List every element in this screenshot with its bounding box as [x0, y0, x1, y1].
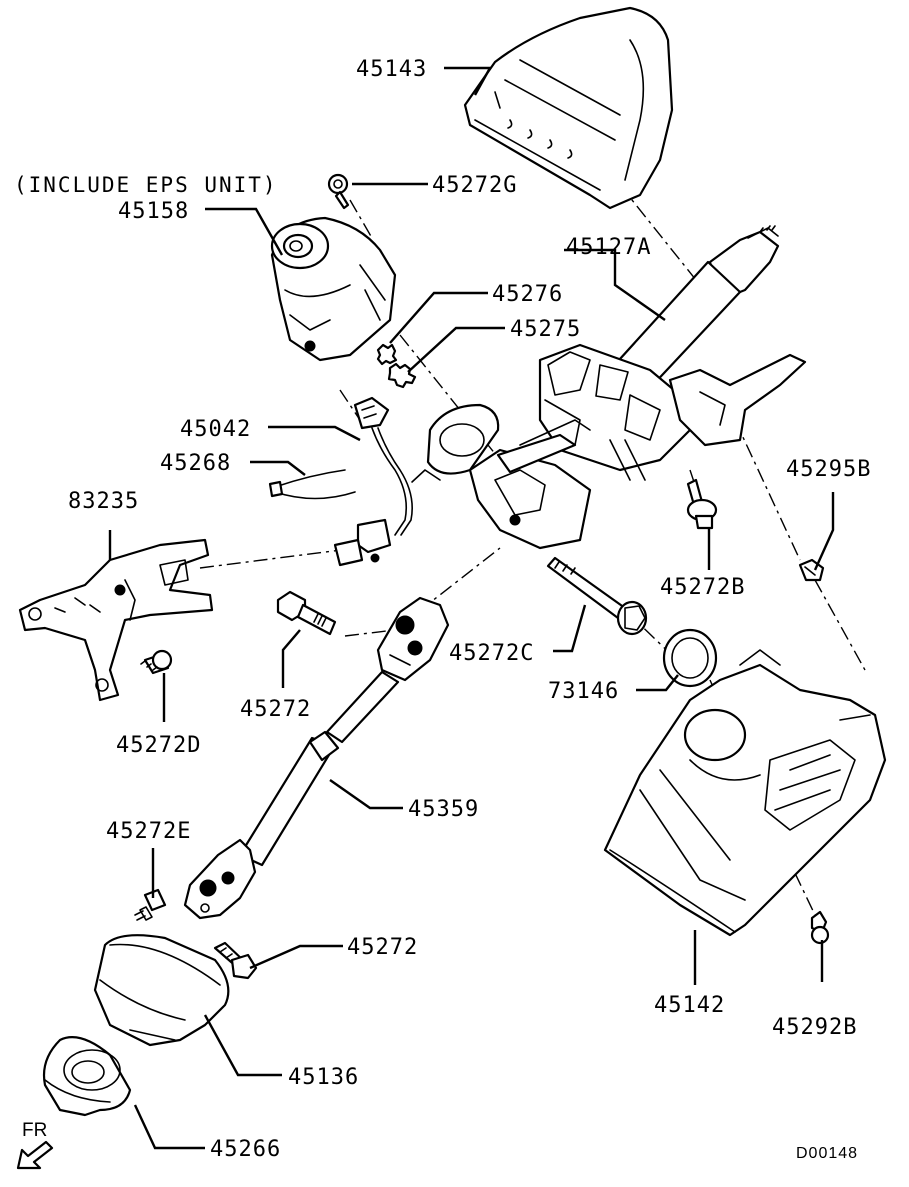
callout-45266: 45266	[210, 1137, 281, 1162]
callout-45272E: 45272E	[106, 819, 191, 844]
callout-45276: 45276	[492, 282, 563, 307]
part-45359-intermediate-shaft[interactable]	[183, 596, 450, 920]
callout-45272G: 45272G	[432, 173, 517, 198]
callout-45359: 45359	[408, 797, 479, 822]
callout-83235: 83235	[68, 489, 139, 514]
diagram-code: D00148	[796, 1145, 858, 1162]
callout-45143: 45143	[356, 57, 427, 82]
callout-45272D: 45272D	[116, 733, 201, 758]
part-45292B-screw[interactable]	[810, 910, 830, 945]
part-45272C-long-bolt[interactable]	[546, 556, 648, 636]
front-arrow-icon	[16, 1140, 54, 1170]
callout-45292B: 45292B	[772, 1015, 857, 1040]
include-eps-note: (INCLUDE EPS UNIT)	[14, 173, 278, 197]
callout-45158: 45158	[118, 199, 189, 224]
part-45136-boot[interactable]	[93, 934, 230, 1047]
part-45143-upper-cover[interactable]	[463, 6, 674, 210]
part-45272-lower-bolt[interactable]	[213, 941, 258, 980]
part-45272D-bolt[interactable]	[140, 649, 173, 675]
callout-45272-upper: 45272	[240, 697, 311, 722]
part-45272G-bolt[interactable]	[327, 173, 350, 210]
front-direction-indicator: FR	[16, 1120, 54, 1170]
part-45266-grommet[interactable]	[42, 1036, 132, 1117]
part-45268-band[interactable]	[268, 469, 356, 500]
part-45142-lower-cover[interactable]	[603, 649, 887, 937]
callout-45272B: 45272B	[660, 575, 745, 600]
part-45272E-bolt[interactable]	[134, 888, 167, 921]
callout-45272C: 45272C	[449, 641, 534, 666]
part-45272B-bolt[interactable]	[686, 478, 718, 530]
part-45272-upper-bolt[interactable]	[276, 590, 337, 636]
callout-45127A: 45127A	[566, 235, 651, 260]
callout-45268: 45268	[160, 451, 231, 476]
callout-45272-lower: 45272	[347, 935, 418, 960]
part-73146-ring[interactable]	[662, 628, 718, 688]
part-45276-small-gear[interactable]	[376, 343, 398, 366]
part-45158-eps-motor[interactable]	[270, 216, 397, 362]
callout-73146: 73146	[548, 679, 619, 704]
part-45295B-clip-nut[interactable]	[798, 558, 825, 582]
callout-45042: 45042	[180, 417, 251, 442]
callout-45136: 45136	[288, 1065, 359, 1090]
part-45042-harness[interactable]	[333, 396, 413, 567]
part-83235-bracket[interactable]	[18, 538, 214, 702]
callout-45295B: 45295B	[786, 457, 871, 482]
callout-45275: 45275	[510, 317, 581, 342]
callout-labels: 45143 (INCLUDE EPS UNIT) 45272G 45158 45…	[14, 57, 871, 1162]
leader-lines	[108, 66, 835, 1150]
part-45127A-column-assembly[interactable]	[411, 225, 807, 550]
part-45275-gear[interactable]	[387, 362, 417, 389]
front-label: FR	[22, 1120, 47, 1141]
callout-45142: 45142	[654, 993, 725, 1018]
